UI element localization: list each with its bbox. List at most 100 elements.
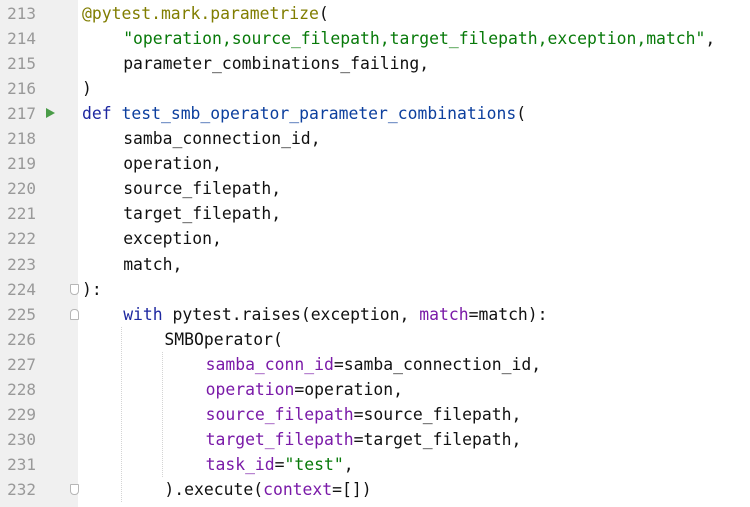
code-token-kwarg: source_filepath (205, 404, 354, 424)
code-token-plain: , (271, 204, 282, 224)
code-token-plain: parameter_combinations_failing (123, 54, 420, 74)
code-text: SMBOperator( (164, 327, 282, 352)
fold-marker-icon[interactable] (70, 283, 79, 295)
code-line[interactable]: 216) (0, 76, 750, 101)
code-text: target_filepath, (123, 201, 281, 226)
code-token-plain: exception (123, 229, 212, 249)
code-token-plain (112, 104, 122, 123)
line-number: 225 (7, 304, 36, 324)
line-number: 217 (7, 104, 36, 124)
indent-guide (121, 326, 123, 502)
code-line[interactable]: 227 samba_conn_id=samba_connection_id, (0, 352, 750, 377)
line-number: 220 (7, 179, 36, 199)
code-token-plain: target_filepath (123, 204, 272, 224)
code-text: operation=operation, (206, 377, 403, 402)
fold-marker-icon[interactable] (70, 308, 79, 320)
code-token-plain: = (274, 454, 285, 474)
code-line[interactable]: 226 SMBOperator( (0, 327, 750, 352)
code-token-plain: source_filepath (123, 179, 272, 199)
code-text: target_filepath=target_filepath, (206, 427, 522, 452)
code-token-plain: ( (318, 4, 329, 23)
indent-guide (162, 351, 164, 477)
code-token-kwarg: task_id (205, 454, 275, 474)
code-token-plain: =match): (468, 304, 548, 324)
code-token-plain: ).execute( (164, 479, 264, 499)
code-token-str: "operation,source_filepath,target_filepa… (123, 29, 706, 49)
line-number: 215 (7, 54, 36, 74)
run-triangle-icon (46, 108, 55, 119)
code-line[interactable]: 225 with pytest.raises(exception, match=m… (0, 302, 750, 327)
line-number: 219 (7, 154, 36, 174)
code-line[interactable]: 215 parameter_combinations_failing, (0, 51, 750, 76)
line-number: 223 (7, 254, 36, 274)
code-line[interactable]: 228 operation=operation, (0, 377, 750, 402)
line-number: 231 (7, 454, 36, 474)
code-token-kwarg: match (419, 304, 469, 324)
code-token-kwarg: target_filepath (205, 429, 354, 449)
code-token-str: "test" (284, 454, 344, 474)
code-token-plain: =samba_connection_id, (333, 354, 542, 374)
code-token-dec: @pytest.mark.parametrize (82, 4, 319, 23)
code-text: samba_connection_id, (123, 126, 320, 151)
code-text: ) (82, 76, 92, 101)
code-text: samba_conn_id=samba_connection_id, (206, 352, 542, 377)
code-token-plain: ): (82, 279, 102, 299)
code-token-plain: SMBOperator( (164, 329, 283, 349)
code-token-plain: , (172, 254, 183, 274)
code-line[interactable]: 220 source_filepath, (0, 176, 750, 201)
code-text: operation, (123, 151, 222, 176)
line-number: 224 (7, 279, 36, 299)
code-token-plain: =target_filepath, (353, 429, 522, 449)
line-number: 227 (7, 354, 36, 374)
line-number: 218 (7, 129, 36, 149)
code-token-plain: , (271, 179, 282, 199)
code-token-plain: ) (82, 79, 92, 99)
code-token-plain: , (212, 229, 222, 249)
code-token-plain: samba_connection_id (123, 129, 311, 149)
code-token-kw: with (123, 304, 163, 324)
line-number: 213 (7, 4, 36, 23)
code-text: match, (123, 252, 182, 277)
code-token-plain: , (343, 454, 354, 474)
code-line[interactable]: 217 def test_smb_operator_parameter_combi… (0, 101, 750, 126)
code-token-plain: , (212, 154, 222, 174)
code-text: ).execute(context=[]) (164, 477, 371, 502)
code-line[interactable]: 232).execute(context=[]) (0, 477, 750, 502)
code-token-plain: ( (516, 104, 527, 124)
code-token-plain: =[]) (332, 479, 372, 499)
code-token-plain: , (310, 129, 321, 149)
line-number: 228 (7, 379, 36, 399)
code-line[interactable]: 224): (0, 277, 750, 302)
code-text: parameter_combinations_failing, (123, 51, 429, 76)
code-area[interactable] (78, 0, 750, 507)
code-token-plain: , (705, 29, 716, 49)
line-number: 214 (7, 29, 36, 49)
line-number: 226 (7, 329, 36, 349)
line-number: 216 (7, 79, 36, 99)
code-text: def test_smb_operator_parameter_combinat… (82, 101, 526, 126)
code-text: ): (82, 277, 102, 302)
code-text: source_filepath=source_filepath, (206, 402, 522, 427)
code-line[interactable]: 213 @pytest.mark.parametrize( (0, 1, 750, 26)
code-token-kwarg: context (263, 479, 333, 499)
code-line[interactable]: 219 operation, (0, 151, 750, 176)
code-token-plain: , (419, 54, 430, 74)
code-text: @pytest.mark.parametrize( (82, 1, 329, 26)
code-line[interactable]: 229 source_filepath=source_filepath, (0, 402, 750, 427)
code-line[interactable]: 231 task_id="test", (0, 452, 750, 477)
code-token-kw: def (82, 104, 112, 124)
code-line[interactable]: 214 "operation,source_filepath,target_fil… (0, 26, 750, 51)
code-text: with pytest.raises(exception, match=matc… (123, 302, 547, 327)
code-text: source_filepath, (123, 176, 281, 201)
code-token-fn: test_smb_operator_parameter_combinations (121, 104, 517, 124)
code-text: exception, (123, 226, 222, 251)
code-token-plain: pytest.raises(exception, (162, 304, 420, 324)
code-line[interactable]: 223 match, (0, 252, 750, 277)
code-line[interactable]: 218 samba_connection_id, (0, 126, 750, 151)
line-number: 229 (7, 404, 36, 424)
fold-marker-icon[interactable] (70, 483, 79, 495)
